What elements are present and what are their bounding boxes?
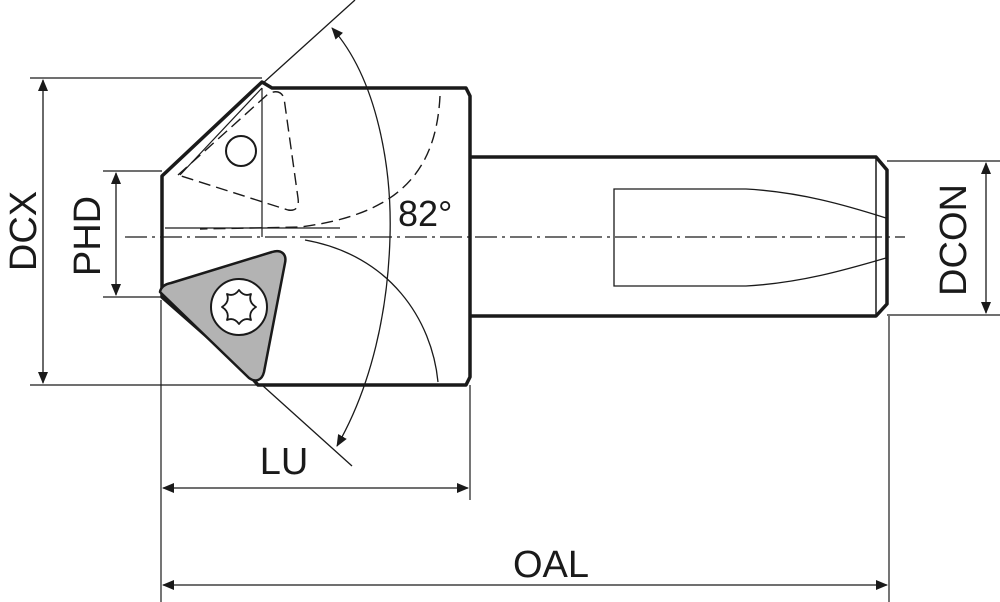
phd-label: PHD	[67, 196, 109, 276]
shank-flat	[613, 188, 887, 287]
angle-arc	[331, 27, 391, 447]
angle-line-lower	[261, 384, 353, 467]
angle-label: 82°	[398, 193, 452, 234]
lu-label: LU	[260, 441, 309, 483]
shank-outline	[470, 155, 889, 318]
angle-line-upper	[261, 0, 356, 85]
hidden-insert	[176, 91, 299, 211]
dcon-label: DCON	[933, 184, 975, 296]
torx-icon	[221, 289, 257, 325]
dcx-label: DCX	[3, 191, 45, 271]
oal-label: OAL	[513, 544, 589, 586]
coolant-hole	[225, 135, 257, 167]
